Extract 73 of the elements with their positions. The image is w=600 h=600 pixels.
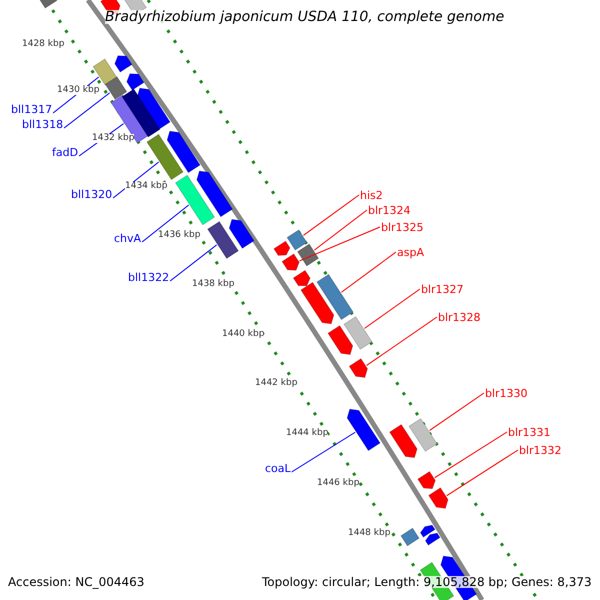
leader-line [142,204,190,242]
gene-feature [228,219,254,249]
gene-feature [389,424,418,458]
scale-tick-label: 1442 kbp [255,379,298,388]
gene-bar [297,244,319,266]
leader-line [302,194,360,236]
gene-feature [420,524,436,538]
gene-bar [316,274,354,320]
gene-feature [292,270,310,286]
gene-label: bll1317 [11,104,52,115]
gene-label: coaL [265,463,291,474]
gene-bar [400,528,420,546]
gene-label: blr1324 [368,205,411,216]
scale-tick-label: 1436 kbp [158,231,200,240]
leader-line [429,392,484,431]
scale-tick-label: 1432 kbp [92,134,134,143]
gene-feature [348,358,368,378]
gene-label: bll1318 [22,119,64,130]
gene-feature [166,130,201,174]
leader-line [340,252,396,293]
footer-text: Accession: NC_004463 [8,576,144,588]
map-title: Bradyrhizobium japonicum USDA 110, complete genome [105,10,504,24]
gene-label: blr1332 [519,445,562,456]
gene-feature [282,253,300,271]
gene-bar [36,0,58,9]
leader-line [446,450,518,496]
leader-line [366,316,438,366]
gene-feature [126,73,144,91]
scale-tick-label: 1444 kbp [286,429,328,438]
gene-feature [425,532,440,546]
scale-tick-label: 1440 kbp [222,330,264,339]
gene-feature [196,170,233,218]
scale-tick-label: 1428 kbp [22,40,64,49]
gene-label: bll1322 [128,272,170,283]
leader-line [170,244,218,282]
footer-text: Topology: circular; Length: 9,105,828 bp; Genes: 8,373 [262,576,592,588]
scale-tick-label: 1446 kbp [317,479,360,488]
leader-line [298,226,380,262]
gene-bar [344,316,372,350]
gene-label: aspA [397,247,424,258]
gene-label: blr1328 [438,312,481,323]
gene-label: blr1330 [485,388,528,399]
scale-tick-label: 1434 kbp [125,182,168,191]
gene-bar [146,134,184,180]
gene-label: blr1325 [381,222,424,233]
gene-label: blr1331 [508,427,551,438]
gene-label: blr1327 [421,284,464,295]
gene-feature [428,487,448,509]
gene-feature [114,55,132,73]
scale-tick-label: 1448 kbp [348,529,390,538]
gene-feature [300,282,334,324]
gene-feature [417,471,436,490]
gene-bar [408,418,438,452]
leader-line [112,161,160,198]
gene-bar [207,221,239,259]
gene-feature [273,240,290,256]
gene-label: bll1320 [71,189,112,200]
leader-line [64,92,110,128]
gene-label: fadD [52,147,78,158]
scale-tick-label: 1438 kbp [192,280,234,289]
scale-tick-label: 1430 kbp [57,86,100,95]
gene-feature [346,408,381,452]
gene-label: his2 [360,190,383,201]
leader-line [434,432,508,478]
gene-bar [175,174,215,226]
gene-feature [328,325,354,355]
leader-line [291,432,356,472]
gene-bar [92,58,118,86]
leader-line [364,288,420,329]
gene-bar [104,76,128,100]
leader-line [314,210,368,251]
gene-label: chvA [114,233,142,244]
gene-bar [286,229,308,251]
